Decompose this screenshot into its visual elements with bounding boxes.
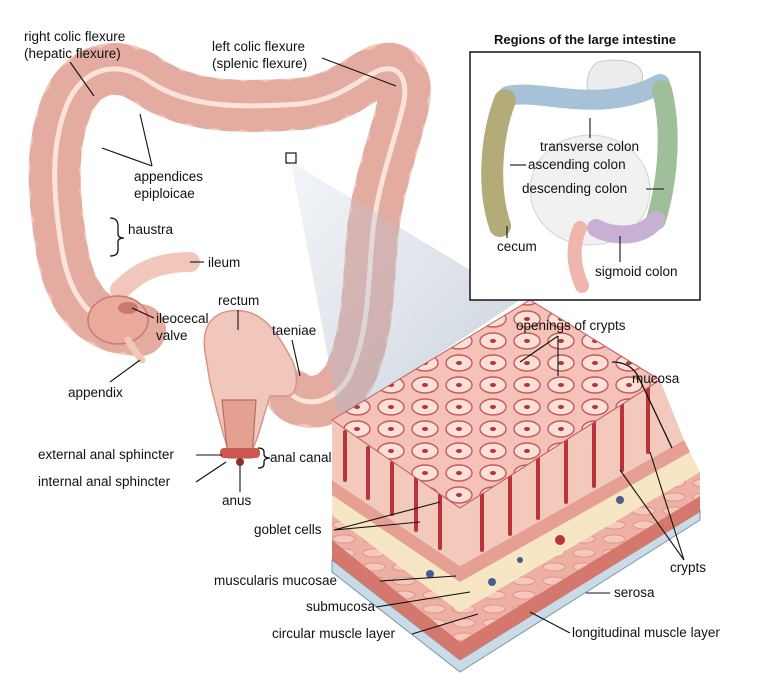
leader-goblet-2: [333, 521, 421, 531]
leader-muscularis: [379, 575, 457, 582]
label-left-colic-flexure: left colic flexure: [212, 39, 305, 54]
leader-internal-sphincter: [195, 461, 227, 483]
label-internal-anal-sphincter: internal anal sphincter: [38, 474, 171, 489]
label-longitudinal-muscle-layer: longitudinal muscle layer: [572, 625, 720, 640]
label-submucosa: submucosa: [306, 599, 376, 614]
label-right-colic-flexure: right colic flexure: [24, 29, 125, 44]
cecum-cutaway: [87, 295, 149, 345]
label-crypts: crypts: [670, 560, 706, 575]
external-sphincter-shape: [220, 448, 260, 458]
leader-appendix: [109, 359, 141, 383]
label-taeniae: taeniae: [272, 323, 316, 338]
leader-crypts-1: [619, 469, 685, 561]
label-splenic-flexure: (splenic flexure): [212, 56, 307, 71]
label-transverse-colon: transverse colon: [540, 139, 639, 154]
label-external-anal-sphincter: external anal sphincter: [38, 447, 174, 462]
leader-left-flexure: [321, 57, 397, 87]
leader-appendices-2: [139, 113, 153, 167]
label-haustra: haustra: [128, 222, 174, 237]
inset-title: Regions of the large intestine: [494, 32, 676, 47]
leader-circular: [411, 613, 479, 635]
zoom-cone: [291, 162, 520, 420]
leader-crypts-2: [649, 451, 685, 561]
vessel: [616, 496, 624, 504]
leader-right-flexure: [69, 61, 95, 97]
inset-rectum: [567, 221, 589, 293]
inset-ascending-colon: [481, 89, 516, 237]
label-cecum: cecum: [497, 239, 537, 254]
bracket-haustra: [109, 217, 125, 257]
label-muscularis-mucosae: muscularis mucosae: [214, 573, 337, 588]
appendix-shape: [124, 336, 146, 364]
leader-submucosa: [375, 591, 471, 608]
label-ascending-colon: ascending colon: [528, 157, 626, 172]
inset-transverse-colon: [498, 74, 670, 110]
leader-goblet-1: [333, 501, 441, 531]
muscularis-mucosae-layer: [332, 440, 690, 582]
label-mucosa: mucosa: [632, 371, 680, 386]
label-appendix: appendix: [68, 385, 123, 400]
bracket-mucosa: [611, 361, 673, 449]
label-anal-canal: anal canal: [270, 450, 332, 465]
longitudinal-muscle: [332, 496, 700, 660]
vessel: [517, 557, 523, 563]
label-ileum: ileum: [208, 255, 240, 270]
label-appendices: appendices: [134, 169, 203, 184]
bracket-anal-canal: [257, 447, 271, 469]
inset-sigmoid-colon: [587, 211, 665, 244]
submucosa-layer: [332, 452, 700, 612]
label-descending-colon: descending colon: [522, 181, 627, 196]
label-epiploicae: epiploicae: [134, 186, 195, 201]
ileocecal-valve-shape: [118, 302, 138, 314]
leader-ileocecal: [131, 307, 155, 319]
label-openings-of-crypts: openings of crypts: [516, 318, 626, 333]
leader-openings-1: [519, 335, 559, 363]
label-circular-muscle-layer: circular muscle layer: [272, 626, 396, 641]
vessel: [488, 578, 496, 586]
labels: right colic flexure (hepatic flexure) le…: [24, 29, 720, 641]
leader-appendices-1: [101, 147, 153, 167]
leader-longitudinal: [529, 611, 571, 634]
mucosa-top-surface: [331, 299, 661, 509]
zoom-marker: [285, 152, 297, 164]
label-anus: anus: [222, 493, 252, 508]
anus-shape: [236, 458, 244, 466]
label-sigmoid-colon: sigmoid colon: [595, 264, 678, 279]
inset-regions: Regions of the large intestine transvers…: [469, 32, 701, 301]
label-serosa: serosa: [614, 585, 655, 600]
inset-descending-colon: [646, 80, 678, 230]
label-rectum: rectum: [218, 293, 259, 308]
label-ileocecal: ileocecal: [156, 311, 209, 326]
label-hepatic-flexure: (hepatic flexure): [24, 46, 121, 61]
vessel: [555, 535, 565, 545]
vessel: [426, 570, 434, 578]
label-goblet-cells: goblet cells: [254, 522, 322, 537]
leader-taeniae: [291, 339, 301, 377]
label-valve: valve: [156, 328, 188, 343]
crypt-columns: [343, 386, 650, 552]
ileum-tube: [110, 252, 200, 300]
